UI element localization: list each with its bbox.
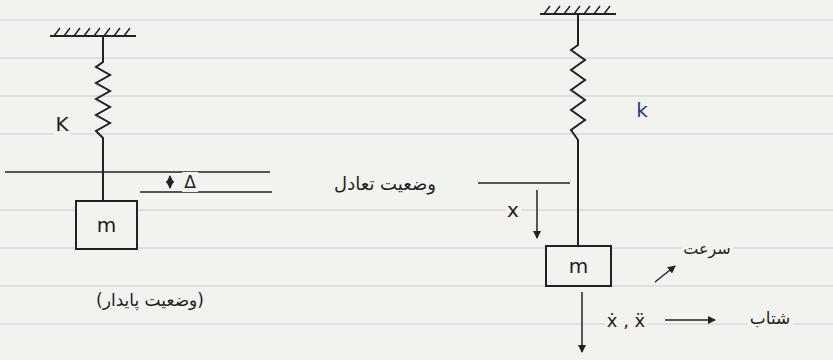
mass-box: m xyxy=(545,245,612,287)
spring-symbol xyxy=(96,37,110,200)
displacement-label: x xyxy=(505,198,521,222)
derivative-label: ẋ , ẍ xyxy=(605,310,647,331)
mass-label: m xyxy=(569,254,588,278)
velocity-note: سرعت xyxy=(681,239,733,258)
dimension-arrow xyxy=(169,177,171,188)
leader-arrow xyxy=(655,266,675,282)
dimension-arrow xyxy=(169,176,171,187)
leader-arrow xyxy=(665,319,715,321)
state-note: (وضعیت پایدار) xyxy=(94,290,206,310)
equilibrium-line xyxy=(140,191,272,193)
direction-arrow xyxy=(581,292,583,352)
acceleration-note: شتاب xyxy=(748,308,793,328)
ceiling xyxy=(50,35,136,37)
spring-constant: k xyxy=(634,98,650,122)
dimension-label: Δ xyxy=(182,172,198,192)
reference-line xyxy=(5,171,270,173)
mass-label: m xyxy=(97,213,116,237)
displacement-arrow xyxy=(536,190,538,238)
ceiling-hatch xyxy=(544,6,610,14)
notebook-lines xyxy=(0,20,833,324)
mass-box: m xyxy=(75,200,138,250)
equilibrium-line xyxy=(478,182,570,184)
equilibrium-note: وضعیت تعادل xyxy=(332,173,438,194)
spring-symbol xyxy=(571,15,585,245)
ceiling-hatch xyxy=(54,28,130,36)
spring-constant: K xyxy=(53,112,70,136)
